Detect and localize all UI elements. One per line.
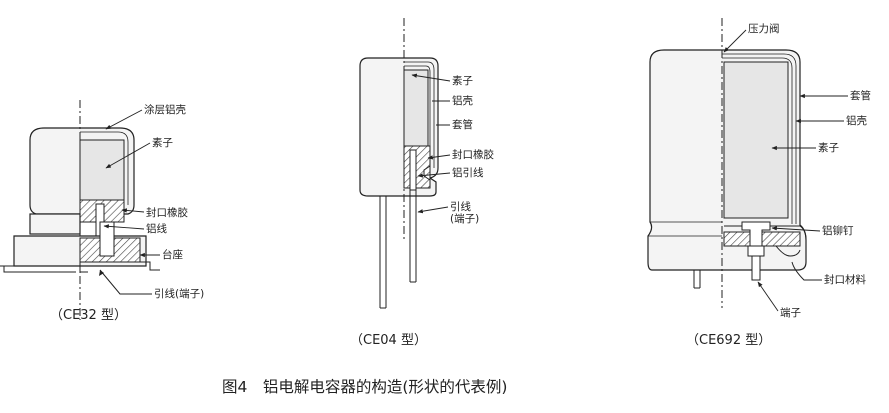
ce692-terminal-base	[747, 245, 765, 257]
ce32-label-element: 素子	[152, 136, 173, 149]
ce04-caption: （CE04 型）	[350, 333, 427, 348]
ce692-terminal	[751, 255, 761, 281]
ce04-element	[403, 69, 429, 147]
figure-caption: 图4 铝电解电容器的构造(形状的代表例)	[222, 378, 507, 396]
ce32-lower-body	[29, 213, 81, 235]
ce32-label-lead: 引线(端子)	[154, 287, 204, 300]
ce692-label-terminal: 端子	[780, 306, 801, 319]
ce04-al-lead	[409, 149, 417, 191]
ce32-caption: （CE32 型）	[50, 308, 127, 323]
ce04-sealing-rubber	[403, 145, 431, 189]
ce692-element	[723, 61, 789, 219]
ce692-caption: （CE692 型）	[686, 333, 771, 348]
ce692-label-sleeve: 套管	[850, 89, 871, 102]
ce04-label-al-lead: 铝引线	[452, 166, 484, 179]
ce04-label-sealing-rubber: 封口橡胶	[452, 148, 494, 161]
ce692-label-element: 素子	[818, 141, 839, 154]
ce04-diagram: 素子 铝壳 套管 封口橡胶 铝引线 引线 (端子) （CE04 型）	[350, 18, 494, 348]
ce692-label-pressure-valve: 压力阀	[748, 22, 780, 35]
ce32-label-al-wire: 铝线	[146, 222, 167, 235]
ce692-label-seal-material: 封口材料	[824, 273, 866, 286]
ce32-label-coated-case: 涂层铝壳	[144, 103, 186, 116]
ce32-label-sealing-rubber: 封口橡胶	[146, 206, 188, 219]
ce692-label-al-case: 铝壳	[846, 114, 867, 127]
ce32-element	[79, 139, 125, 201]
ce32-terminal-block	[99, 221, 115, 257]
ce04-label-lead: 引线	[450, 200, 471, 213]
ce04-label-lead-terminal: (端子)	[450, 212, 479, 225]
ce04-label-al-case: 铝壳	[452, 94, 473, 107]
ce04-label-element: 素子	[452, 74, 473, 87]
ce32-label-base: 台座	[162, 248, 183, 261]
ce32-diagram: 涂层铝壳 素子 封口橡胶 铝线 台座 引线(端子) （CE32 型）	[0, 100, 204, 323]
ce04-label-sleeve: 套管	[452, 118, 473, 131]
ce692-diagram: 压力阀 套管 铝壳 素子 铝铆钉 封口材料 端子 （CE692 型）	[647, 18, 871, 348]
ce692-label-al-rivet: 铝铆钉	[822, 224, 854, 237]
